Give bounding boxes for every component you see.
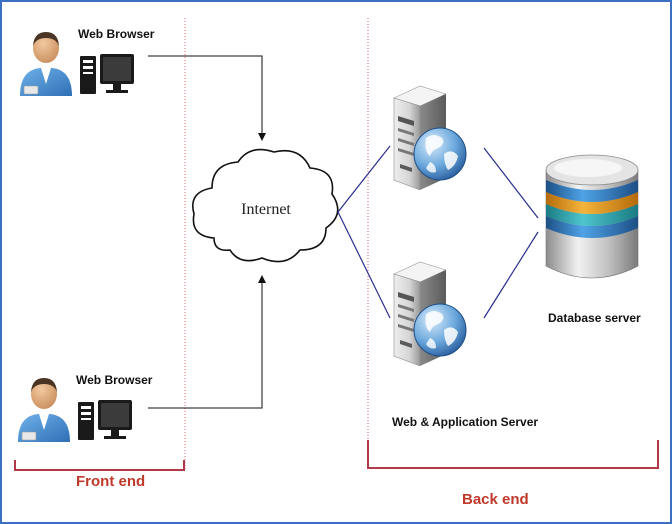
server-with-globe-icon [393, 85, 467, 191]
back-end-bracket [367, 440, 659, 469]
front-end-label: Front end [76, 473, 145, 490]
back-end-label: Back end [462, 491, 529, 508]
database-server: Database server [545, 154, 641, 325]
client-top-label: Web Browser [78, 27, 155, 41]
client-bottom: Web Browser [17, 373, 153, 443]
user-with-desktop-computer-icon [17, 377, 133, 443]
client-top: Web Browser [19, 27, 155, 97]
arrow-client-top-to-internet [148, 55, 266, 141]
database-cylinder-icon [545, 154, 639, 279]
server-bottom [393, 261, 467, 367]
internet-cloud: Internet [192, 148, 339, 263]
internet-label: Internet [241, 201, 291, 218]
server-with-globe-icon [393, 261, 467, 367]
link-internet-to-server-top [337, 145, 391, 213]
link-server-bottom-to-database [483, 231, 539, 319]
database-label: Database server [548, 311, 641, 325]
client-bottom-label: Web Browser [76, 373, 153, 387]
servers-label: Web & Application Server [392, 415, 538, 429]
cloud-icon [192, 148, 339, 263]
link-server-top-to-database [483, 147, 539, 219]
user-with-desktop-computer-icon [19, 31, 135, 97]
front-end-bracket [14, 460, 185, 471]
link-internet-to-server-bottom [337, 211, 391, 319]
server-top [393, 85, 467, 191]
arrow-client-bottom-to-internet [148, 275, 266, 409]
